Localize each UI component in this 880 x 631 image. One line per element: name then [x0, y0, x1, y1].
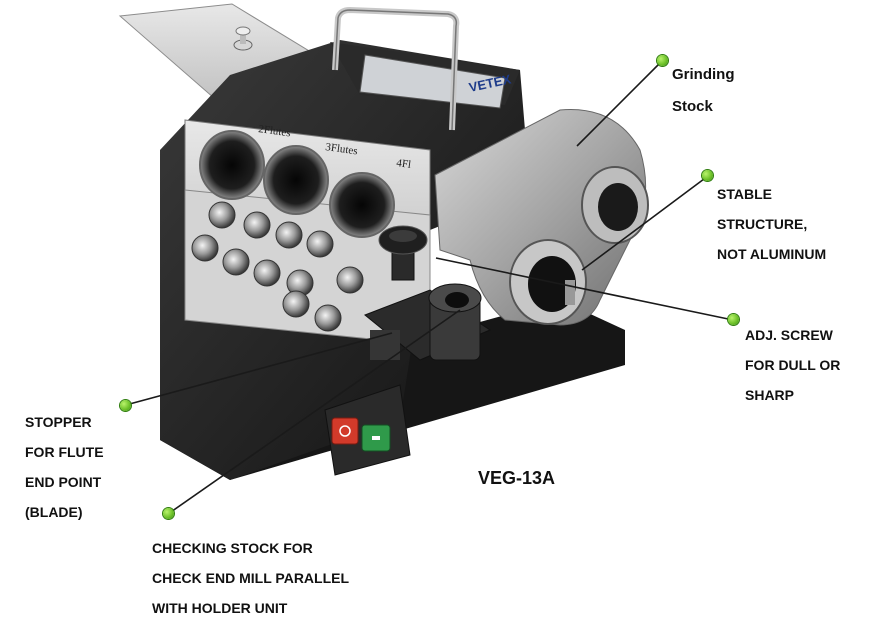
- callout-checking-stock: CHECKING STOCK FOR CHECK END MILL PARALL…: [152, 540, 350, 616]
- grinding-stock: [434, 109, 649, 326]
- adjustment-screw: [378, 225, 428, 281]
- callout-dot-adj: [728, 314, 739, 325]
- callout-dot-grinding: [657, 55, 668, 66]
- model-name: VEG-13A: [478, 468, 556, 488]
- callout-stable-structure: STABLE STRUCTURE, NOT ALUMINUM: [717, 186, 827, 262]
- holder-label-4flutes: 4Fl: [396, 157, 412, 171]
- flute-holders: 2Flutes 3Flutes 4Fl: [199, 123, 412, 238]
- carry-handle: [332, 6, 460, 131]
- callout-adj-screw: ADJ. SCREW FOR DULL OR SHARP: [745, 327, 841, 403]
- callout-dot-checking: [163, 508, 174, 519]
- callout-leaders: [125, 59, 734, 515]
- holder-label-3flutes: 3Flutes: [325, 141, 359, 157]
- start-button-shape: [331, 417, 359, 445]
- product-diagram: VETEX 2Flutes 3Flutes 4Fl: [25, 3, 841, 616]
- callout-grinding-stock: Grinding Stock: [672, 66, 735, 115]
- callout-dot-stable: [702, 170, 713, 181]
- holder-label-2flutes: 2Flutes: [258, 123, 292, 139]
- callout-dot-stopper: [120, 400, 131, 411]
- machine-illustration: VETEX 2Flutes 3Flutes 4Fl: [118, 3, 734, 515]
- callout-stopper: STOPPER FOR FLUTE END POINT (BLADE): [25, 414, 104, 520]
- switch-box: [324, 384, 411, 476]
- collet-set: [191, 201, 364, 332]
